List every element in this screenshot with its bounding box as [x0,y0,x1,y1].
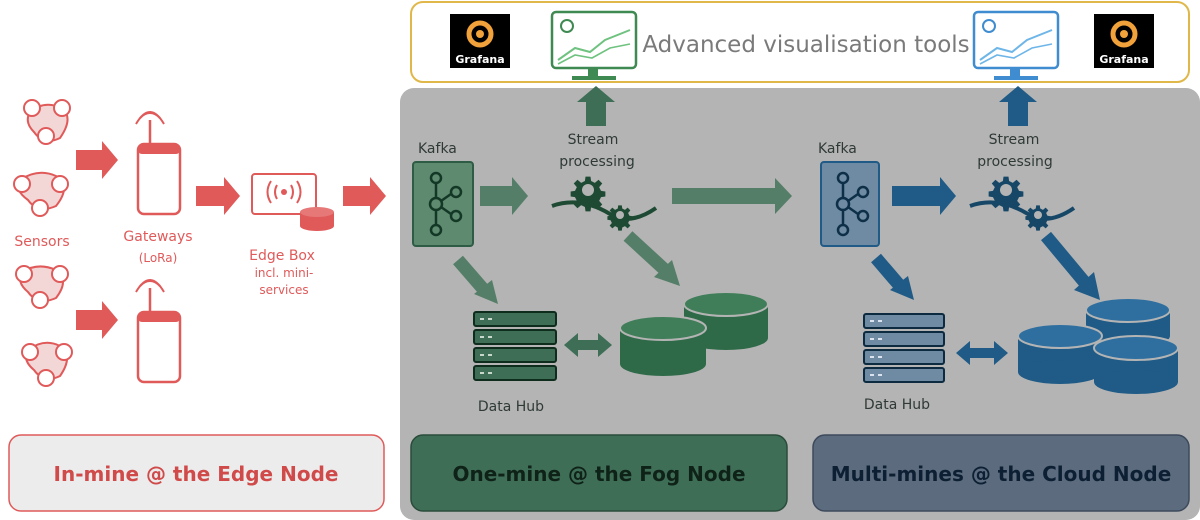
kafka-icon [820,161,880,247]
arrow-icon [892,177,956,215]
arrow-icon [453,255,498,304]
edge-node-footer: In-mine @ the Edge Node [8,434,385,512]
cloud-stream-label-1: Stream [989,132,1040,148]
gateway-icon [135,111,182,216]
sensor-icon [15,265,69,309]
arrow-icon [623,231,680,286]
gateways-sub-label: (LoRa) [139,251,178,265]
monitor-green-icon [550,10,638,80]
sensor-icon [21,341,73,387]
edge-box-icon [251,173,334,231]
visualisation-banner: Grafana Advanced visualisation tools Gra [410,1,1190,83]
banner-title: Advanced visualisation tools [642,32,969,58]
arrow-icon [76,141,118,179]
database-icon [1093,335,1179,394]
cloud-data-hub-label: Data Hub [864,397,930,413]
sensor-icon [23,99,71,145]
fog-kafka-label: Kafka [418,141,457,157]
cloud-node-footer-label: Multi-mines @ the Cloud Node [831,462,1172,486]
double-arrow-icon [956,341,1008,365]
arrow-icon [76,301,118,339]
sensors-label: Sensors [14,234,69,250]
arrow-icon [196,177,240,215]
arrow-icon [343,177,386,215]
fog-stream-label-2: processing [559,154,634,170]
svg-text:Grafana: Grafana [455,53,504,66]
edge-node-footer-label: In-mine @ the Edge Node [54,462,339,486]
cloud-section: Kafka Stream processing [818,86,1179,413]
edge-section: Sensors Gateways (LoRa) [13,99,386,387]
double-arrow-icon [564,333,612,357]
cloud-stream-label-2: processing [977,154,1052,170]
edge-box-label: Edge Box [249,248,315,264]
arrow-up-icon [999,86,1037,126]
database-icon [1017,323,1103,384]
svg-text:Grafana: Grafana [1099,53,1148,66]
monitor-blue-icon [972,10,1060,80]
fog-node-footer-label: One-mine @ the Fog Node [452,462,745,486]
arrow-icon [672,178,792,214]
edge-box-sub-label-2: services [259,283,308,297]
cloud-node-footer: Multi-mines @ the Cloud Node [812,434,1190,512]
kafka-icon [412,161,474,247]
edge-box-sub-label-1: incl. mini- [255,266,314,280]
arrow-icon [480,177,528,215]
sensor-icon [13,171,69,217]
fog-data-hub-label: Data Hub [478,399,544,415]
cloud-kafka-label: Kafka [818,141,857,157]
arrow-icon [1041,231,1100,300]
fog-stream-label-1: Stream [568,132,619,148]
data-hub-icon [863,313,945,383]
grafana-logo-left: Grafana [450,14,510,68]
stream-processing-icon [551,176,658,231]
arrow-icon [871,253,914,300]
grafana-logo-right: Grafana [1094,14,1154,68]
fog-node-footer: One-mine @ the Fog Node [410,434,788,512]
gateways-label: Gateways [123,229,192,245]
stream-processing-icon [969,176,1076,231]
gateway-icon [135,279,182,384]
database-icon [619,315,707,376]
data-hub-icon [473,311,557,381]
arrow-up-icon [577,86,615,126]
fog-section: Kafka Stream processing [412,86,792,415]
